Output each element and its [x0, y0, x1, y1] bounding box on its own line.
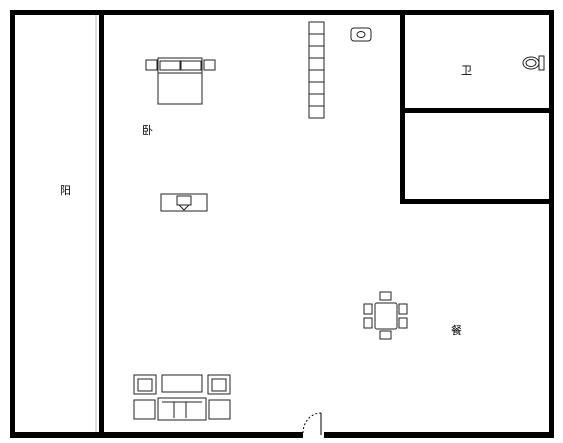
tv-cabinet-icon	[160, 193, 208, 212]
dining-table-icon	[363, 291, 408, 340]
wall-top	[10, 10, 554, 15]
sofa-set-icon	[133, 374, 231, 421]
room-label-bathroom: 卫	[461, 64, 472, 77]
wall-bathroom-bottom	[400, 108, 552, 113]
wall-bottom-left	[10, 432, 303, 438]
washbasin-icon	[350, 27, 372, 42]
outer-walls	[10, 10, 554, 438]
wall-storage-bottom	[400, 199, 552, 204]
interior-walls	[99, 12, 552, 434]
room-label-balcony: 阳	[60, 184, 71, 197]
wall-balcony-divider	[99, 12, 104, 434]
wall-right	[549, 10, 554, 438]
room-label-bedroom: 卧	[142, 124, 153, 137]
wardrobe-icon	[308, 21, 325, 119]
room-label-dining: 餐	[451, 323, 462, 337]
bed-icon	[145, 57, 216, 105]
toilet-icon	[522, 55, 545, 71]
wall-bottom-right	[324, 432, 554, 438]
entrance-door[interactable]	[302, 412, 322, 435]
wall-left	[10, 10, 15, 438]
